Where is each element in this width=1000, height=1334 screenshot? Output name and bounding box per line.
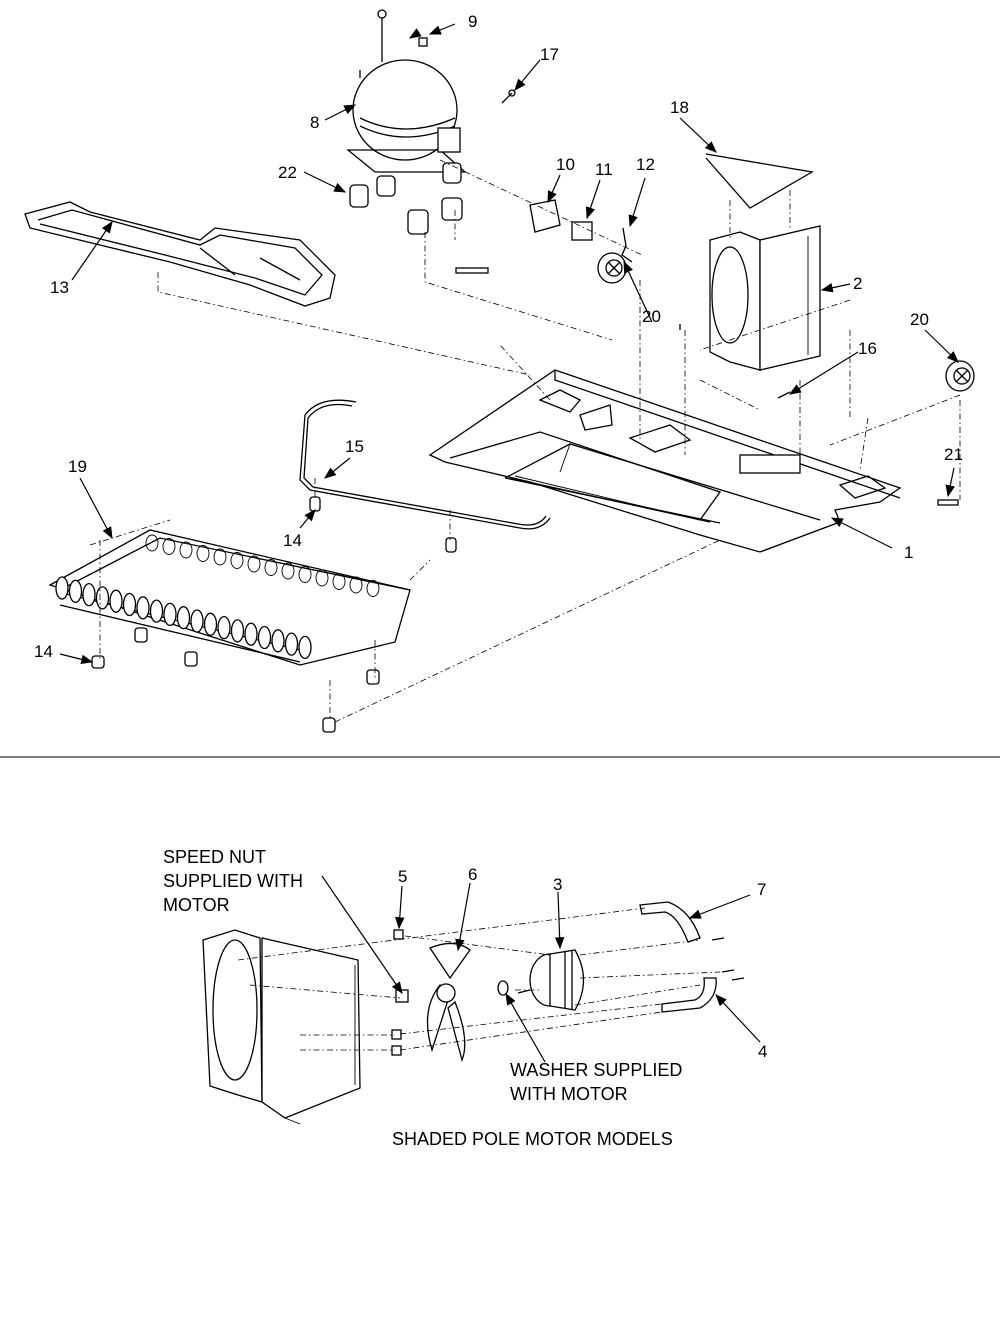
coil-loop	[230, 619, 245, 643]
coil-loop-rear	[179, 541, 193, 559]
callout-19: 19	[68, 457, 87, 476]
coil-loop	[257, 625, 272, 650]
callout-13: 13	[50, 278, 69, 297]
coil-loop-rear	[332, 573, 346, 590]
callout-6: 6	[468, 865, 477, 884]
motor-bracket	[202, 929, 361, 1125]
callout-22: 22	[278, 163, 297, 182]
coil-loop-rear	[298, 566, 312, 583]
speed-nut-note-line2: SUPPLIED WITH	[163, 871, 303, 891]
condenser-coil	[48, 529, 411, 666]
callout-8: 8	[310, 113, 319, 132]
fan-bracket	[709, 225, 821, 371]
coil-loop	[55, 576, 69, 600]
tube	[299, 399, 551, 530]
callout-4: 4	[758, 1042, 767, 1061]
callout-7: 7	[757, 880, 766, 899]
callout-2: 2	[853, 274, 862, 293]
callout-12: 12	[636, 155, 655, 174]
callout-14-upper: 14	[283, 531, 302, 550]
coil-loop	[136, 596, 150, 620]
callout-10: 10	[556, 155, 575, 174]
coil-loop	[68, 579, 83, 603]
callout-9: 9	[468, 12, 477, 31]
fan-motor	[517, 949, 585, 1011]
speed-nut-note-line3: MOTOR	[163, 895, 230, 915]
leader-lines	[59, 23, 959, 665]
coil-loop-rear	[366, 580, 380, 597]
washer-note-line1: WASHER SUPPLIED	[510, 1060, 682, 1080]
callout-20-right: 20	[910, 310, 929, 329]
fan-blade	[426, 942, 471, 1063]
assembly-lines	[89, 159, 961, 723]
callout-15: 15	[345, 437, 364, 456]
callout-1: 1	[904, 543, 913, 562]
coil-loop	[284, 632, 299, 656]
motor-strap-upper	[639, 901, 725, 943]
coil-loop-rear	[247, 555, 261, 573]
coil-loop	[176, 606, 191, 630]
coil-loop-rear	[196, 545, 210, 562]
compressor	[346, 9, 467, 173]
callout-5: 5	[398, 867, 407, 886]
coil-loop-rear	[213, 548, 227, 566]
callout-16: 16	[858, 339, 877, 358]
washer-note-line2: WITH MOTOR	[510, 1084, 628, 1104]
coil-loop-rear	[315, 569, 329, 587]
speed-nuts	[391, 929, 409, 1056]
relay-overload	[529, 199, 633, 263]
coil-loop-rear	[162, 538, 176, 555]
callout-20-left: 20	[642, 307, 661, 326]
coil-loop	[149, 599, 164, 623]
callout-11: 11	[595, 160, 613, 179]
coil-loop	[217, 615, 231, 640]
motor-assembly-lines	[237, 907, 721, 1051]
washer	[497, 980, 509, 996]
callout-18: 18	[670, 98, 689, 117]
clip-18	[705, 153, 814, 209]
coil-loop-rear	[264, 559, 278, 576]
coil-loop	[95, 586, 110, 610]
screw-17	[501, 89, 516, 104]
callout-14-lower: 14	[34, 642, 53, 661]
motor-leader-lines	[321, 875, 761, 1063]
coil-loop	[122, 592, 137, 617]
coil-loop	[163, 602, 177, 627]
coil-loop-rear	[349, 576, 363, 594]
coil-loop-rear	[281, 562, 295, 580]
coil-loop	[203, 612, 218, 636]
coil-loop	[82, 582, 96, 607]
callout-21: 21	[944, 445, 963, 464]
grommets	[349, 162, 463, 235]
coil-loop	[298, 635, 312, 660]
pins	[455, 267, 959, 506]
callout-17: 17	[540, 45, 559, 64]
speed-nut-note-line1: SPEED NUT	[163, 847, 266, 867]
callout-3: 3	[553, 875, 562, 894]
coil-loop-rear	[145, 534, 159, 552]
coil-loop	[109, 589, 123, 613]
models-caption: SHADED POLE MOTOR MODELS	[392, 1129, 673, 1149]
roller-left	[597, 252, 627, 284]
coil-loop	[190, 609, 204, 633]
drain-pan	[24, 201, 336, 307]
motor-strap-lower	[661, 969, 745, 1013]
base-plate	[428, 369, 902, 553]
coil-loop	[244, 622, 258, 646]
coil-loop	[271, 629, 285, 653]
roller-right	[945, 360, 975, 392]
coil-loop-rear	[230, 552, 244, 569]
